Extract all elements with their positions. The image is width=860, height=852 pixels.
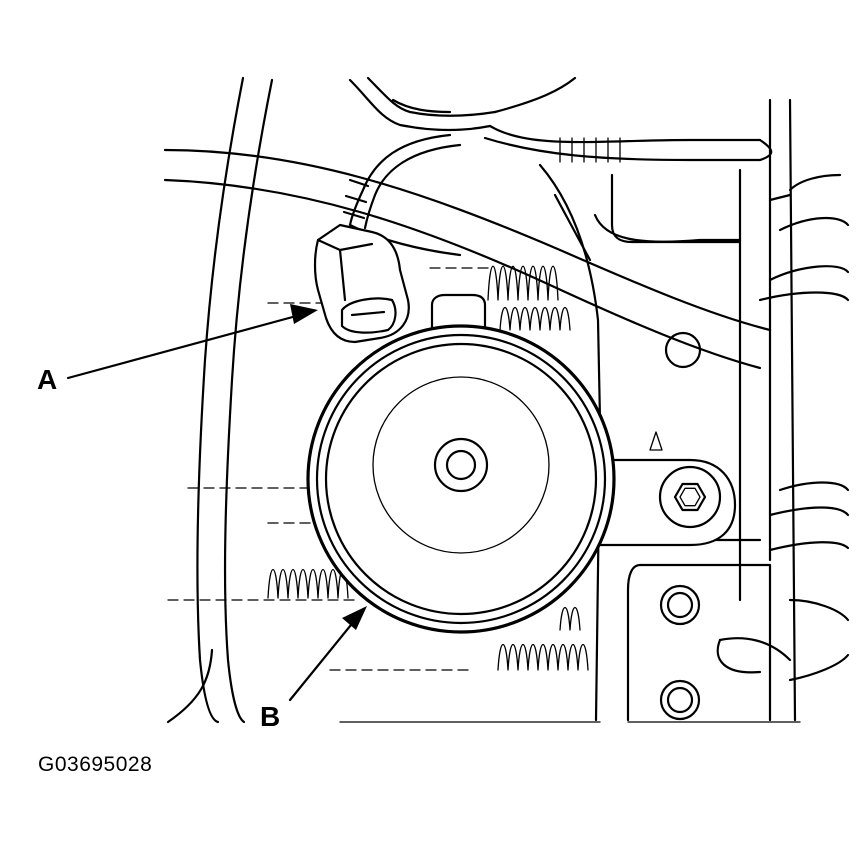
mount-bolt [658, 465, 722, 529]
horn [306, 324, 616, 634]
springs [267, 265, 589, 671]
dashed-lines [167, 267, 491, 671]
callout-b-label: B [260, 701, 281, 732]
callout-a-label: A [37, 364, 58, 395]
callout-b-leader [288, 606, 367, 702]
wiring-harness [342, 76, 773, 257]
callout-a-leader [66, 304, 318, 380]
mount-marker-triangle [649, 431, 663, 451]
body-panel-left [166, 76, 274, 724]
figure-id: G03695028 [38, 753, 153, 776]
support-bar [163, 148, 772, 370]
connector [313, 223, 410, 344]
fender-right [758, 173, 850, 682]
horn-mount-bracket [588, 458, 737, 547]
